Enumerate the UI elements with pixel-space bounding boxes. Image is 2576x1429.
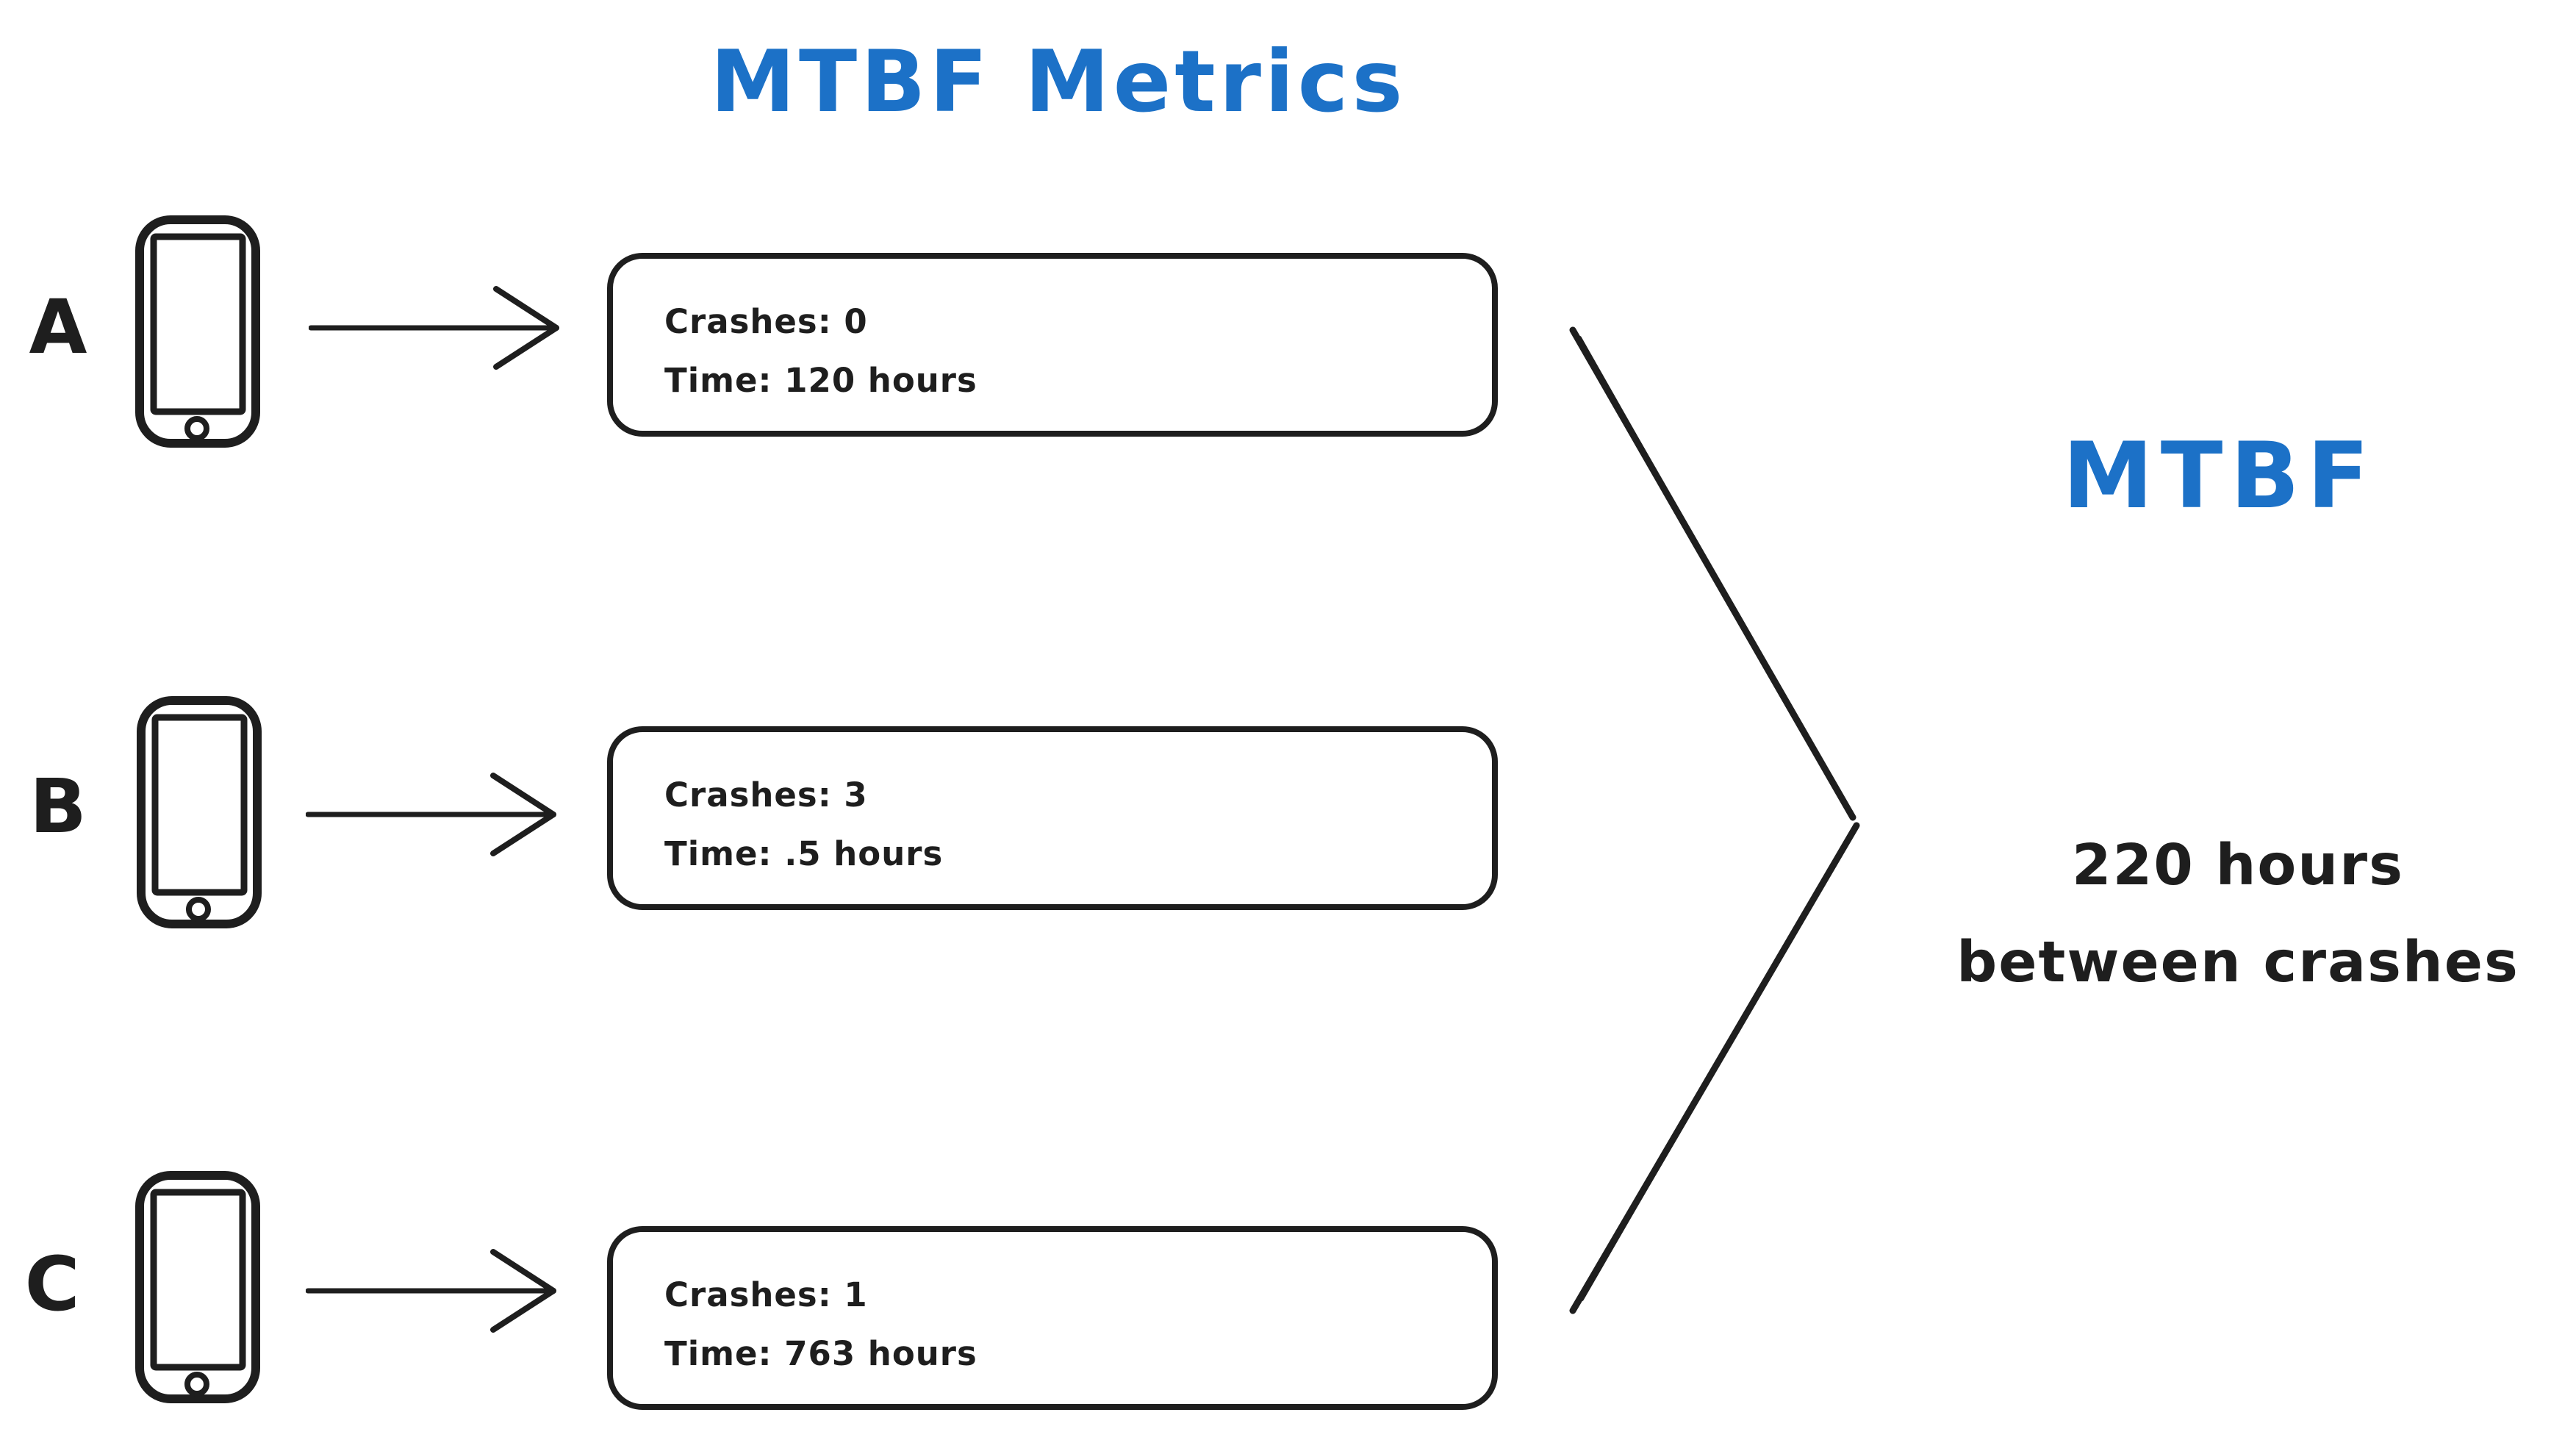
crashes-text: Crashes: 0 bbox=[664, 302, 868, 341]
result-value-line1: 220 hours bbox=[2072, 833, 2404, 898]
time-text: Time: .5 hours bbox=[664, 834, 944, 873]
metric-box-a: Crashes: 0 Time: 120 hours bbox=[607, 253, 1498, 437]
result-value-line2: between crashes bbox=[1956, 930, 2519, 995]
time-text: Time: 763 hours bbox=[664, 1334, 977, 1373]
device-label-b: B bbox=[29, 763, 87, 850]
arrow-right-icon bbox=[306, 1249, 556, 1333]
device-label-c: C bbox=[24, 1241, 80, 1328]
crashes-text: Crashes: 1 bbox=[664, 1275, 868, 1314]
metric-box-c: Crashes: 1 Time: 763 hours bbox=[607, 1226, 1498, 1410]
page-title: MTBF Metrics bbox=[710, 32, 1407, 132]
smartphone-icon bbox=[135, 1171, 260, 1403]
result-value: 220 hours between crashes bbox=[1896, 817, 2576, 1011]
crashes-text: Crashes: 3 bbox=[664, 776, 868, 814]
result-heading: MTBF bbox=[2062, 423, 2377, 529]
metric-box-b: Crashes: 3 Time: .5 hours bbox=[607, 726, 1498, 910]
arrow-right-icon bbox=[309, 286, 559, 370]
smartphone-icon bbox=[135, 215, 260, 448]
arrow-right-icon bbox=[306, 773, 556, 856]
time-text: Time: 120 hours bbox=[664, 361, 977, 400]
smartphone-icon bbox=[137, 696, 262, 928]
device-label-a: A bbox=[29, 284, 87, 371]
